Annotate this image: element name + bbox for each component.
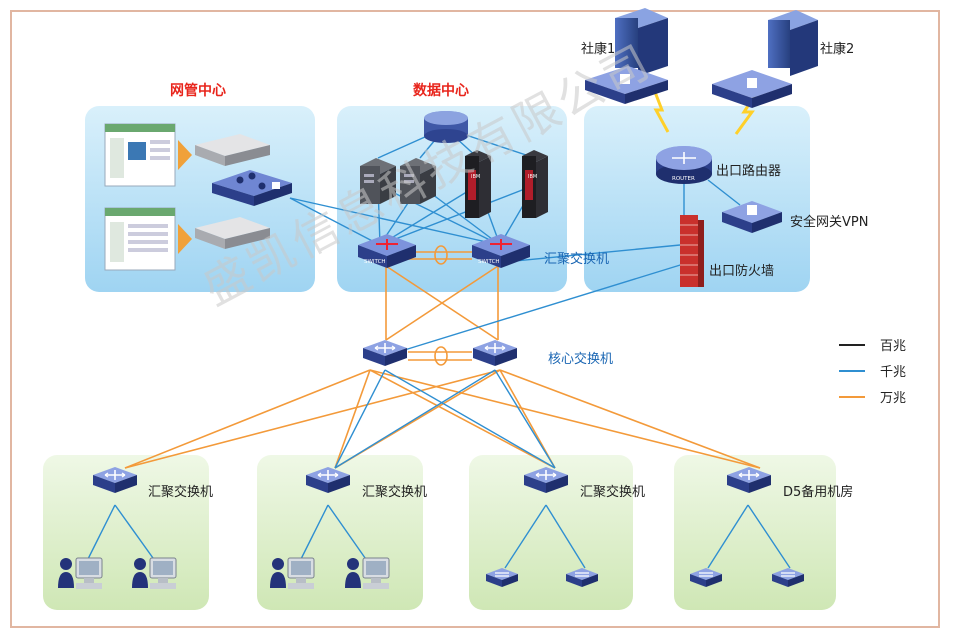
nms-center-title: 网管中心: [170, 83, 226, 99]
nms-screen-bottom: [104, 207, 176, 271]
ibm-rack-2-label: IBM: [528, 174, 537, 180]
core-switch-label: 核心交换机: [548, 352, 614, 367]
legend-10g-label: 万兆: [880, 391, 907, 406]
gigabit-links: [84, 127, 791, 569]
backup-room-label: D5备用机房: [783, 485, 854, 500]
pc-3-icon: [269, 557, 315, 590]
dc-agg-switch-1-icon: SWITCH: [358, 234, 416, 268]
egress-router-label: 出口路由器: [716, 164, 782, 179]
egress-router-icon: ROUTER: [656, 146, 712, 184]
vpn-gateway-label: 安全网关VPN: [790, 215, 869, 230]
legend-10g-swatch: [839, 396, 865, 398]
legend-100m-label: 百兆: [880, 339, 907, 354]
core-switch-2-icon: [472, 339, 518, 367]
vpn-gateway-icon: [722, 201, 782, 233]
storage-cylinder-icon: [424, 111, 468, 143]
pc-2-icon: [131, 557, 177, 590]
firewall-icon: [680, 215, 704, 287]
pc-1-icon: [57, 557, 103, 590]
nms-server-top: [195, 134, 270, 166]
ibm-rack-1-label: IBM: [471, 174, 480, 180]
branch2-building-icon: [712, 10, 818, 108]
nms-management-switch: [212, 170, 292, 206]
branch1-label: 社康1: [581, 42, 616, 57]
ten-gigabit-links: [124, 251, 761, 469]
dc-agg-switch-label: 汇聚交换机: [544, 252, 610, 267]
egress-firewall-label: 出口防火墙: [709, 264, 775, 279]
diagram-border: [10, 10, 940, 628]
ibm-rack-2-icon: [522, 150, 548, 218]
core-switch-1-icon: [362, 339, 408, 367]
data-center-title: 数据中心: [413, 83, 469, 99]
dc-agg-switch-1-mark: SWITCH: [364, 259, 386, 265]
server-2-icon: [400, 158, 436, 204]
pc-4-icon: [344, 557, 390, 590]
legend-1g-swatch: [839, 370, 865, 372]
nms-server-bottom: [195, 217, 270, 249]
egress-panel: [584, 106, 810, 292]
branch2-label: 社康2: [820, 42, 855, 57]
agg-switch-1-label: 汇聚交换机: [148, 485, 214, 500]
legend-100m-swatch: [839, 344, 865, 346]
dc-agg-switch-2-mark: SWITCH: [478, 259, 500, 265]
dc-agg-switch-2-icon: SWITCH: [472, 234, 530, 268]
nms-screen-top: [104, 123, 176, 187]
legend-1g-label: 千兆: [880, 365, 907, 380]
branch1-building-icon: [585, 8, 668, 104]
router-mark: ROUTER: [672, 176, 695, 182]
server-1-icon: [360, 158, 396, 204]
agg-switch-3-label: 汇聚交换机: [580, 485, 646, 500]
agg-switch-2-label: 汇聚交换机: [362, 485, 428, 500]
ibm-rack-1-icon: [465, 150, 491, 218]
